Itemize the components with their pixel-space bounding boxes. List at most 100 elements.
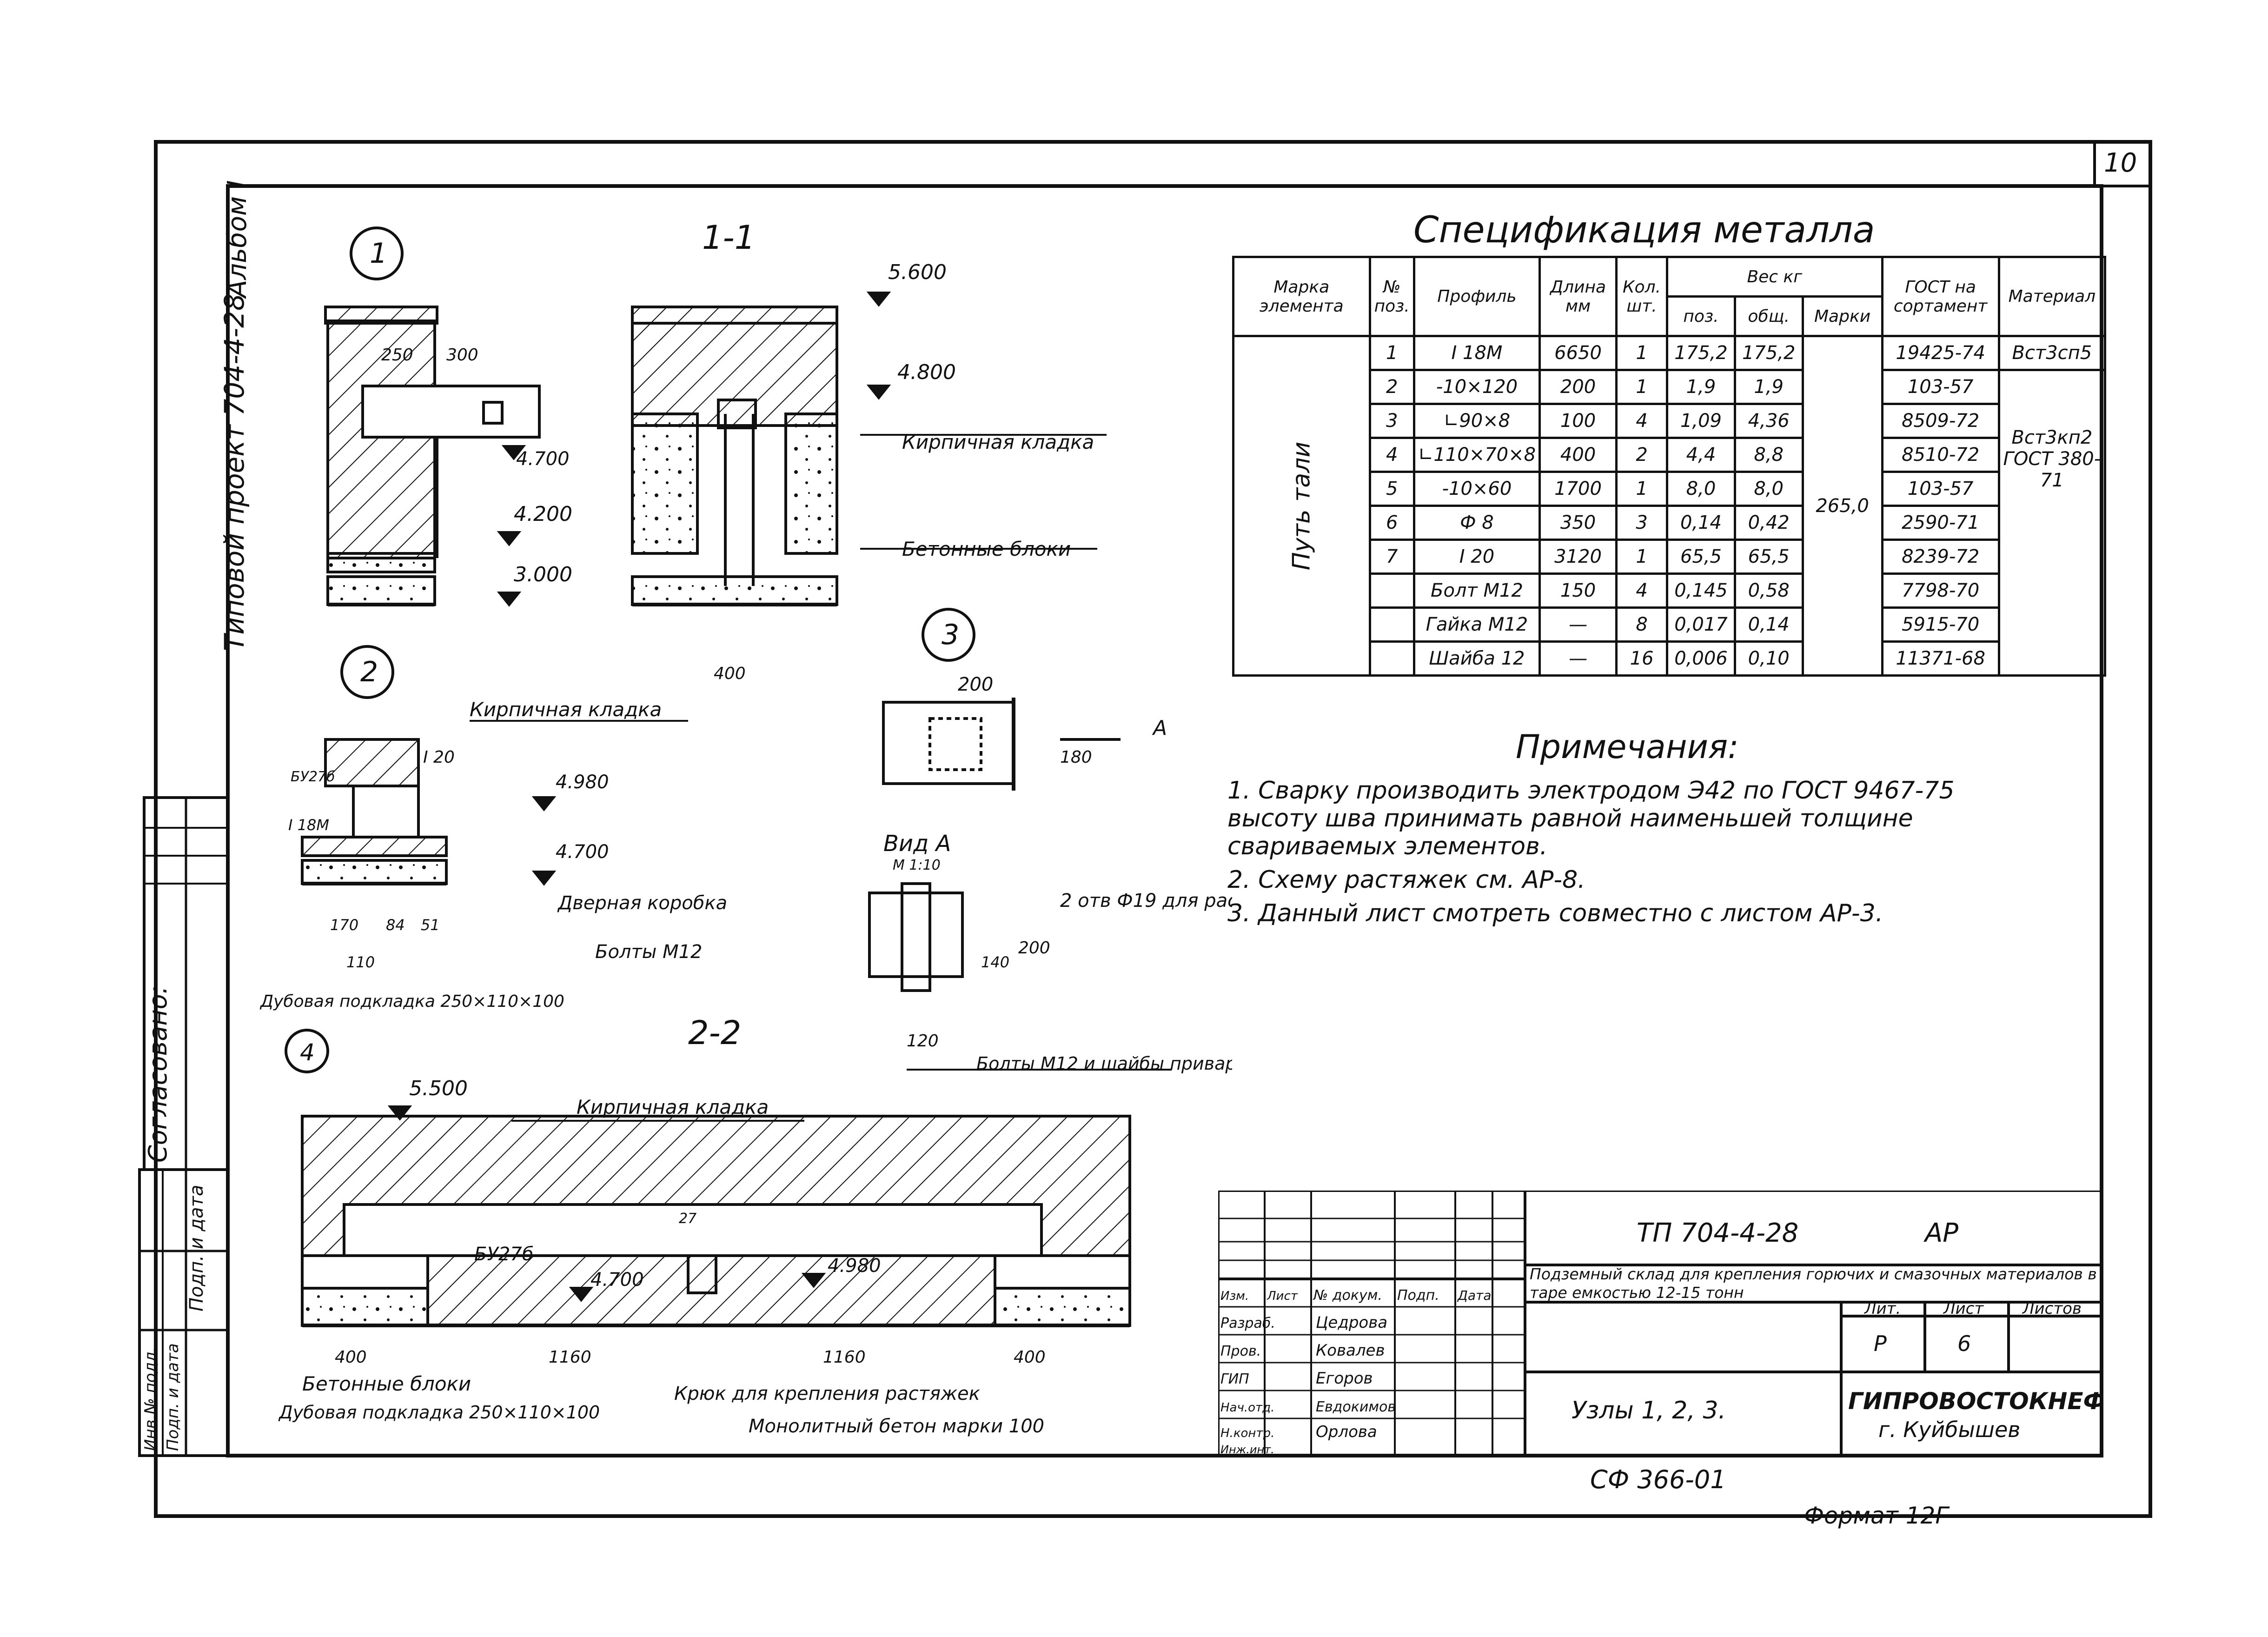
row-profile: ∟90×8 xyxy=(1413,403,1541,439)
row-pos: 7 xyxy=(1368,539,1415,575)
note-item: 2. Схему растяжек см. АР-8. xyxy=(1227,866,1585,894)
row-pos xyxy=(1368,640,1415,677)
hdr-mark: Марка элемента xyxy=(1232,256,1371,337)
role-2: ГИП xyxy=(1220,1371,1249,1387)
row-qty: 4 xyxy=(1615,403,1669,439)
row-gost: 8509-72 xyxy=(1881,403,2000,439)
footer-code: СФ 366-01 xyxy=(1590,1465,1726,1494)
lvl-4800: 4.800 xyxy=(897,360,956,384)
lvl-3000: 3.000 xyxy=(514,563,572,586)
hdr-sign: Подп. xyxy=(1397,1287,1439,1304)
dim-110: 110 xyxy=(346,953,375,971)
dim-170: 170 xyxy=(330,916,358,934)
row-qty: 8 xyxy=(1615,606,1669,643)
by27b-label-2: БУ27б xyxy=(474,1244,533,1265)
row-profile: Ф 8 xyxy=(1413,505,1541,541)
row-length: — xyxy=(1539,640,1618,677)
row-pos xyxy=(1368,572,1415,609)
concrete-blocks-label-2: Бетонные блоки xyxy=(302,1372,471,1395)
hdr-izm: Изм. xyxy=(1220,1289,1249,1303)
dim-140: 140 xyxy=(981,953,1009,971)
i18m-label: I 18М xyxy=(288,816,329,834)
row-gost: 8239-72 xyxy=(1881,539,2000,575)
row-profile: Болт М12 xyxy=(1413,572,1541,609)
view-a-scale: М 1:10 xyxy=(893,857,941,873)
role-0: Разраб. xyxy=(1220,1315,1275,1331)
lvl-4700-b: 4.700 xyxy=(556,841,609,863)
bolts-m12-label: Болты М12 xyxy=(595,941,703,963)
hdr-doc: № докум. xyxy=(1313,1287,1382,1304)
dim-51: 51 xyxy=(421,916,440,934)
row-wtot: 1,9 xyxy=(1733,369,1804,405)
role-3: Нач.отд. xyxy=(1220,1401,1274,1415)
row-profile: -10×60 xyxy=(1413,471,1541,507)
row-profile: -10×120 xyxy=(1413,369,1541,405)
dim-1160-b: 1160 xyxy=(823,1348,866,1367)
sheet-label: Лист xyxy=(1943,1299,1984,1318)
oak-pad-label-1: Дубовая подкладка 250×110×100 xyxy=(259,992,564,1011)
hdr-profile: Профиль xyxy=(1413,256,1541,337)
group-label: Путь тали xyxy=(1287,441,1316,570)
row-wpos: 65,5 xyxy=(1666,539,1736,575)
hdr-w-total: общ. xyxy=(1733,295,1804,337)
dim-120: 120 xyxy=(907,1031,939,1051)
row-wtot: 0,42 xyxy=(1733,505,1804,541)
brick-label-3: Кирпичная кладка xyxy=(577,1096,769,1118)
row-qty: 3 xyxy=(1615,505,1669,541)
role-5: Инж.инт. xyxy=(1220,1443,1274,1456)
row-qty: 4 xyxy=(1615,572,1669,609)
dim-300: 300 xyxy=(446,346,478,365)
row-pos xyxy=(1368,606,1415,643)
row-length: 100 xyxy=(1539,403,1618,439)
role-4: Н.контр. xyxy=(1220,1426,1274,1440)
hdr-date: Дата xyxy=(1457,1288,1492,1303)
stage-value: Р xyxy=(1874,1331,1887,1356)
lvl-4980-a: 4.980 xyxy=(556,772,609,793)
row-length: 3120 xyxy=(1539,539,1618,575)
name-2: Егоров xyxy=(1316,1369,1373,1388)
stamp-code: ТП 704-4-28 xyxy=(1637,1218,1798,1248)
view-a-label: Вид А xyxy=(883,831,951,857)
section11-label: 1-1 xyxy=(702,219,755,257)
row-wtot: 0,10 xyxy=(1733,640,1804,677)
mark-total: 265,0 xyxy=(1801,335,1883,677)
row-wtot: 65,5 xyxy=(1733,539,1804,575)
lvl-4200: 4.200 xyxy=(514,502,572,526)
hdr-w-mark: Марки xyxy=(1801,295,1883,337)
row-length: 350 xyxy=(1539,505,1618,541)
bolts-washers-label: Болты М12 и шайбы приварить к I 20 xyxy=(976,1053,1232,1074)
hdr-weight: Вес кг xyxy=(1666,256,1883,298)
row-pos: 6 xyxy=(1368,505,1415,541)
row-wtot: 0,58 xyxy=(1733,572,1804,609)
lvl-4980-b: 4.980 xyxy=(828,1255,881,1277)
name-1: Ковалев xyxy=(1316,1341,1385,1360)
holes-label: 2 отв Ф19 для растяжек xyxy=(1060,890,1232,912)
hdr-w-pos: поз. xyxy=(1666,295,1736,337)
node4-label: 4 xyxy=(300,1039,315,1066)
row-gost: 19425-74 xyxy=(1881,335,2000,371)
note-item: 3. Данный лист смотреть совместно с лист… xyxy=(1227,899,1883,927)
row-length: 150 xyxy=(1539,572,1618,609)
table-row: 2 -10×120 200 1 1,9 1,9 103-57 Вст3кп2 Г… xyxy=(1233,369,2107,677)
note-item: 1. Сварку производить электродом Э42 по … xyxy=(1227,777,1955,860)
table-row: 7 I 20 3120 1 65,5 65,5 8239-72 xyxy=(1233,539,2105,575)
material-2: Вст3кп2 ГОСТ 380-71 xyxy=(1997,369,2107,677)
row-pos: 5 xyxy=(1368,471,1415,507)
table-row: Болт М12 150 4 0,145 0,58 7798-70 xyxy=(1233,572,2105,609)
hdr-qty: Кол. шт. xyxy=(1615,256,1669,337)
row-wpos: 0,017 xyxy=(1666,606,1736,643)
table-row: Шайба 12 — 16 0,006 0,10 11371-68 xyxy=(1233,640,2105,677)
lvl-4700: 4.700 xyxy=(516,448,570,470)
brick-label-1: Кирпичная кладка xyxy=(902,431,1094,453)
row-wpos: 0,006 xyxy=(1666,640,1736,677)
dim-27: 27 xyxy=(679,1211,696,1227)
row-profile: Гайка М12 xyxy=(1413,606,1541,643)
hdr-gost: ГОСТ на сортамент xyxy=(1881,256,2000,337)
dim-400-c: 400 xyxy=(1014,1348,1046,1367)
stage-label: Лит. xyxy=(1863,1299,1901,1318)
row-qty: 16 xyxy=(1615,640,1669,677)
sheet-title: Узлы 1, 2, 3. xyxy=(1572,1397,1726,1424)
row-wtot: 8,0 xyxy=(1733,471,1804,507)
row-length: 1700 xyxy=(1539,471,1618,507)
spec-table: Марка элемента № поз. Профиль Длина мм К… xyxy=(1232,256,2107,677)
